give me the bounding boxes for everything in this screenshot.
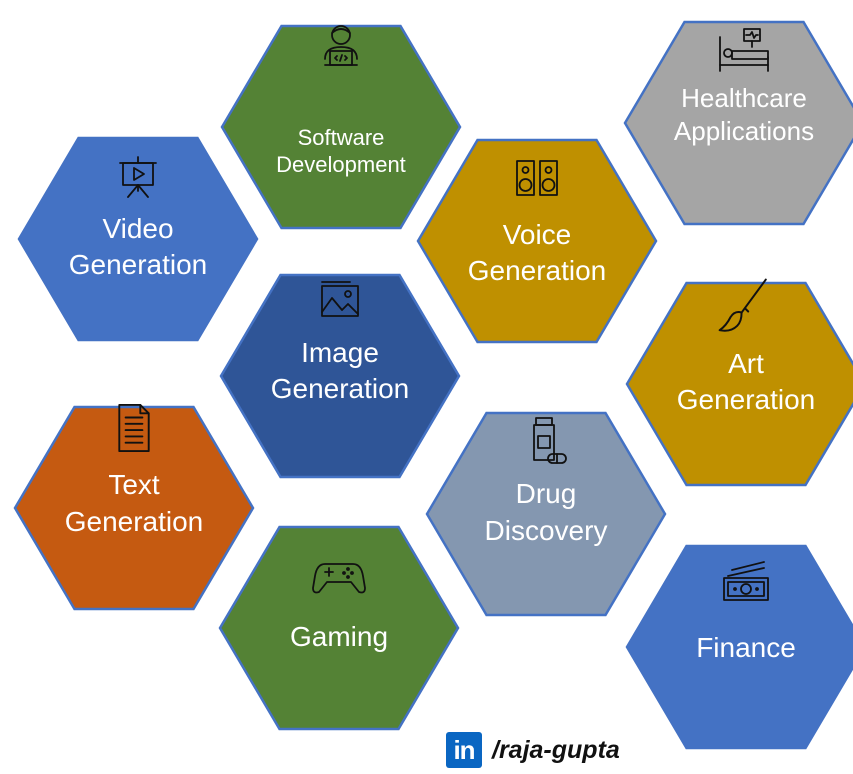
hex-label-software-line2: Development bbox=[276, 152, 406, 177]
hex-label-software-line1: Software bbox=[298, 125, 385, 150]
hex-label-image-line2: Generation bbox=[271, 373, 410, 404]
hex-label-drug-line2: Discovery bbox=[485, 515, 608, 546]
hex-label-voice-line1: Voice bbox=[503, 219, 572, 250]
hex-label-healthcare-line1: Healthcare bbox=[681, 83, 807, 113]
hex-label-art-line1: Art bbox=[728, 348, 764, 379]
hex-label-video-line2: Generation bbox=[69, 249, 208, 280]
hex-label-drug-line1: Drug bbox=[516, 478, 577, 509]
hexagon-image-generation bbox=[219, 273, 461, 479]
linkedin-footer: in /raja-gupta bbox=[446, 730, 620, 770]
hexagon-art-generation bbox=[625, 281, 853, 487]
hexagon-software-development bbox=[220, 24, 462, 230]
hex-label-art-line2: Generation bbox=[677, 384, 816, 415]
hexagon-layer bbox=[13, 20, 853, 750]
hex-label-video-line1: Video bbox=[102, 213, 173, 244]
hex-label-image-line1: Image bbox=[301, 337, 379, 368]
label-layer: Software Development Healthcare Applicat… bbox=[65, 83, 816, 663]
hex-label-text-line1: Text bbox=[108, 469, 160, 500]
hexagon-drug-discovery bbox=[425, 411, 667, 617]
hex-label-finance: Finance bbox=[696, 632, 796, 663]
hex-label-text-line2: Generation bbox=[65, 506, 204, 537]
hexagon-text-generation bbox=[13, 405, 255, 611]
hex-label-gaming: Gaming bbox=[290, 621, 388, 652]
hexagon-finance bbox=[625, 544, 853, 750]
hex-label-voice-line2: Generation bbox=[468, 255, 607, 286]
hexagon-gaming bbox=[218, 525, 460, 731]
hexagon-video-generation bbox=[17, 136, 259, 342]
linkedin-icon[interactable]: in bbox=[446, 732, 482, 768]
hexagon-voice-generation bbox=[416, 138, 658, 344]
hex-label-healthcare-line2: Applications bbox=[674, 116, 814, 146]
hexagon-healthcare-applications bbox=[623, 20, 853, 226]
linkedin-handle[interactable]: /raja-gupta bbox=[492, 735, 620, 764]
